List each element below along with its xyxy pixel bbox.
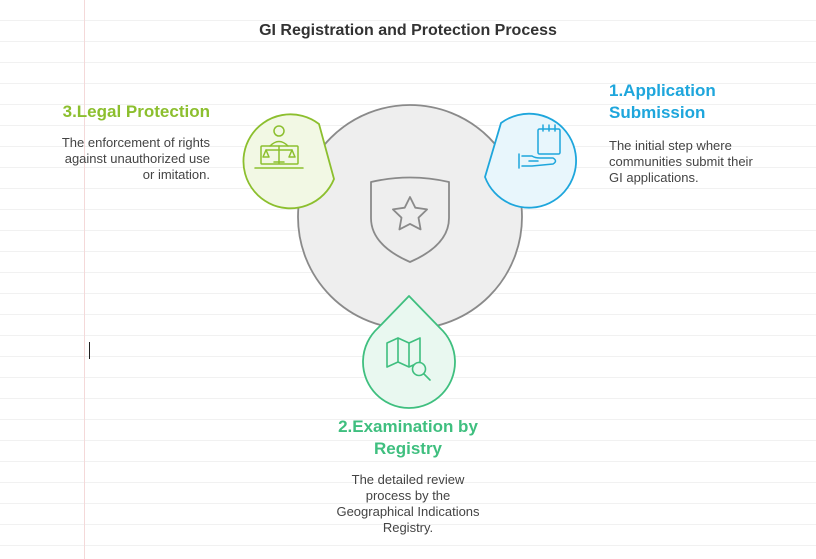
notebook-margin-line [84, 0, 85, 559]
step-examination-title: 2.Examination by Registry [338, 417, 478, 458]
step-application-description: The initial step where communities submi… [609, 138, 753, 185]
calendar-hand-icon [518, 124, 561, 169]
step-legal-title: 3.Legal Protection [62, 102, 210, 121]
map-search-icon [386, 337, 431, 381]
center-circle [297, 104, 523, 330]
step-examination-description: The detailed review process by the Geogr… [336, 472, 480, 535]
step-legal-node [242, 113, 335, 210]
step-application-title: 1.Application Submission [609, 81, 716, 122]
diagram-title: GI Registration and Protection Process [259, 22, 557, 39]
judge-scales-icon [254, 125, 304, 169]
step-examination-node [362, 295, 456, 409]
text-cursor [89, 342, 90, 359]
shield-star-icon [370, 176, 450, 263]
step-legal-description: The enforcement of rights against unauth… [61, 135, 210, 182]
step-application-node [484, 112, 577, 209]
